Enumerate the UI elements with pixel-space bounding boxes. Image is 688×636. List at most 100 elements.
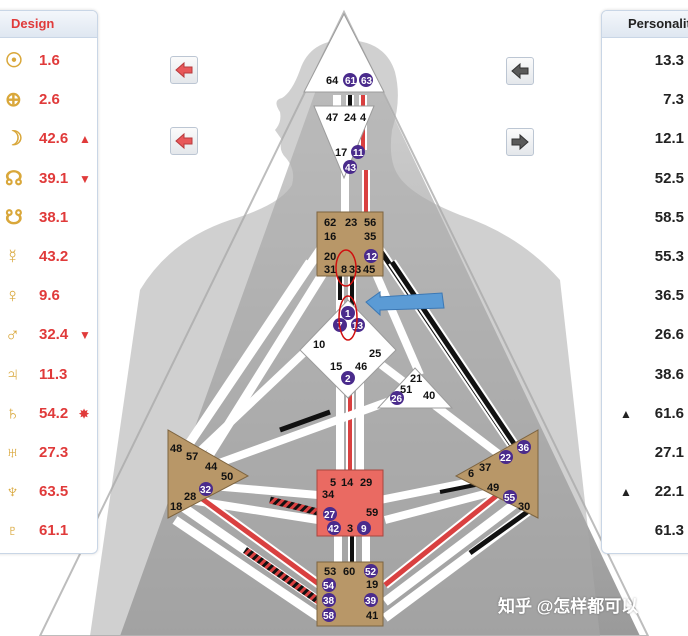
design-row: ♅27.3: [1, 441, 97, 465]
gate-marker: [341, 371, 355, 385]
design-prev-arrow-button[interactable]: [170, 56, 198, 84]
gate-number: 47: [326, 112, 338, 124]
gate-number: 38: [323, 596, 335, 607]
design-value: 63.5: [39, 483, 69, 501]
gate-number: 37: [479, 462, 491, 474]
gate-number: 32: [200, 485, 212, 496]
personality-prev-arrow-button[interactable]: [506, 57, 534, 85]
spleen-center: 48 57 44 50 32 28 18: [167, 429, 250, 519]
planet-icon: ♇: [5, 520, 20, 543]
g-center: 1 7 13 10 25 15 46 2: [299, 295, 397, 399]
personality-row: 38.6: [602, 363, 688, 387]
gate-number: 24: [344, 112, 357, 124]
gate-marker: [341, 306, 355, 320]
personality-mark: ▲: [620, 406, 632, 421]
gate-number: 28: [184, 491, 196, 503]
gate-number: 23: [345, 217, 357, 229]
gate-number: 63: [361, 76, 373, 87]
planet-icon: ♃: [5, 363, 20, 386]
design-value: 11.3: [39, 365, 68, 383]
gate-number: 57: [186, 451, 198, 463]
personality-row: ▲61.6: [602, 402, 688, 426]
gate-number: 4: [360, 112, 367, 124]
personality-next-arrow-button[interactable]: [506, 128, 534, 156]
personality-row: 7.3: [602, 88, 688, 112]
gate-number: 55: [504, 493, 516, 504]
gate-marker: [322, 578, 336, 592]
gate-number: 46: [355, 361, 367, 373]
planet-icon: ☽: [5, 128, 23, 151]
gate-number: 29: [360, 477, 372, 489]
gate-number: 17: [335, 147, 347, 159]
design-value: 39.1: [39, 169, 69, 187]
gate-number: 61: [345, 76, 357, 87]
gate-marker: [199, 482, 213, 496]
gate-marker: [343, 73, 357, 87]
personality-row: 36.5: [602, 284, 688, 308]
gate-number: 54: [323, 581, 335, 592]
gate-number: 36: [518, 443, 530, 454]
design-row: ♂32.4▼: [1, 323, 97, 347]
design-row: ☽42.6▲: [1, 127, 97, 151]
gate-marker: [359, 73, 373, 87]
watermark: 知乎 @怎样都可以: [498, 597, 639, 616]
design-value: 2.6: [39, 91, 60, 109]
planet-icon: ♂: [5, 324, 20, 347]
gate-number: 22: [500, 453, 512, 464]
personality-value: 27.1: [654, 444, 684, 461]
personality-row: 61.3: [602, 519, 688, 543]
gate-marker: [343, 160, 357, 174]
personality-value: 26.6: [654, 326, 684, 344]
design-value: 61.1: [39, 522, 69, 540]
personality-panel: Personality 13.37.312.152.558.555.336.52…: [601, 10, 688, 554]
planet-icon: ♄: [5, 402, 20, 425]
personality-value: 36.5: [654, 287, 684, 305]
design-value: 43.2: [39, 248, 69, 265]
gate-number: 19: [366, 579, 378, 591]
gate-number: 6: [468, 468, 474, 480]
gate-number: 27: [324, 510, 336, 521]
throat-center: 62 23 56 16 35 12 20 31 8 33 45: [316, 211, 384, 287]
gate-number: 8: [341, 264, 347, 276]
gate-number: 48: [170, 443, 182, 455]
gate-marker: [327, 521, 341, 535]
personality-row: 26.6: [602, 323, 688, 347]
design-value: 38.1: [39, 208, 69, 226]
gate-marker: [323, 507, 337, 521]
design-row: ☊39.1▼: [1, 167, 97, 191]
gray-left-arrow-icon: [511, 62, 529, 80]
gate-number: 44: [205, 461, 218, 473]
design-value: 1.6: [39, 52, 60, 69]
gate-number: 18: [170, 501, 182, 513]
design-value: 32.4: [39, 326, 69, 344]
gate-marker: [364, 249, 378, 263]
personality-row: ▲22.1: [602, 480, 688, 504]
gate-number: 39: [365, 596, 377, 607]
design-mark: ▼: [79, 171, 91, 186]
gate-number: 16: [324, 231, 336, 243]
gate-marker: [390, 391, 404, 405]
personality-row: 13.3: [602, 49, 688, 73]
gate-marker: [322, 593, 336, 607]
personality-row: 12.1: [602, 127, 688, 151]
solar-plexus-center: 36 22 6 37 49 55 30: [454, 429, 539, 519]
gate-number: 33: [349, 264, 361, 276]
gate-number: 5: [330, 477, 336, 489]
gate-number: 9: [361, 524, 367, 535]
gate-number: 12: [366, 252, 378, 263]
design-next-arrow-button[interactable]: [170, 127, 198, 155]
gate-number: 50: [221, 471, 233, 483]
gray-right-arrow-icon: [511, 133, 529, 151]
design-row: ☋38.1: [1, 206, 97, 230]
design-value: 54.2: [39, 404, 69, 422]
gate-number: 13: [352, 321, 364, 332]
personality-row: 52.5: [602, 167, 688, 191]
design-row: ♀9.6: [1, 284, 97, 308]
gate-number: 11: [353, 148, 364, 159]
gate-marker: [357, 521, 371, 535]
planet-icon: ♀: [5, 285, 20, 308]
gate-number: 64: [326, 75, 339, 87]
ego-center: 21 51 26 40: [376, 367, 454, 409]
gate-number: 41: [366, 610, 378, 622]
